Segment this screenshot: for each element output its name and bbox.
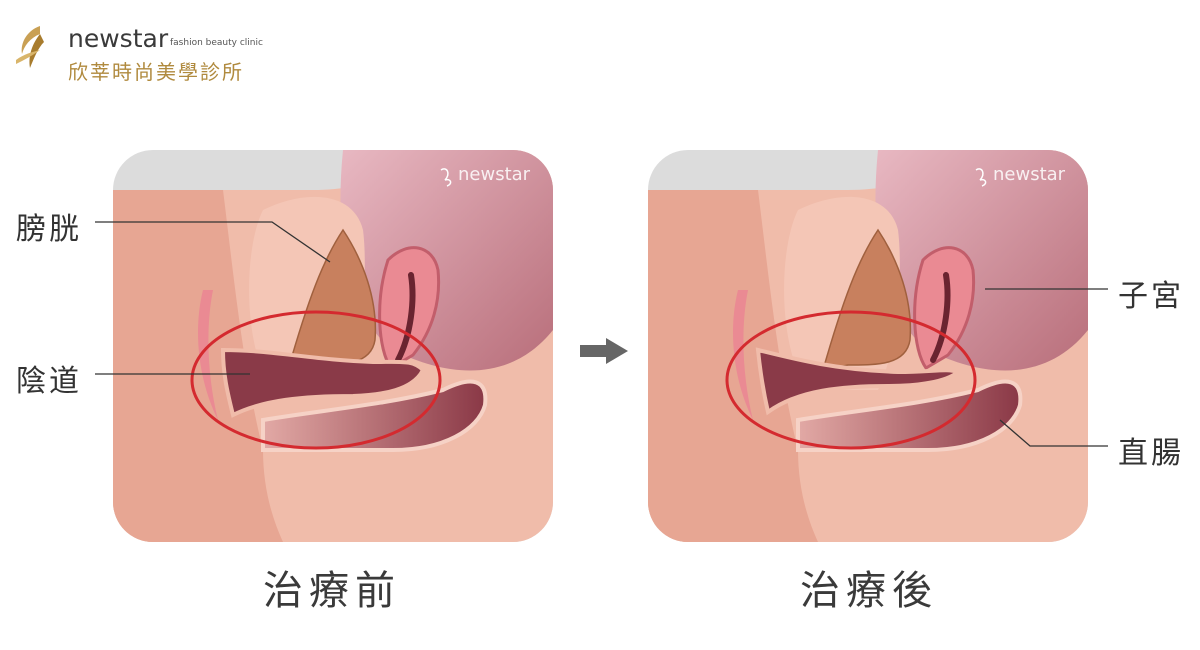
label-uterus: 子宮 (1118, 279, 1184, 314)
caption-before: 治療前 (263, 568, 401, 614)
rectum-shape (261, 379, 488, 453)
clinic-logo: newstar fashion beauty clinic 欣莘時尚美學診所 (10, 16, 270, 86)
butterfly-icon (16, 26, 44, 68)
anatomy-panel-after: newstar (648, 150, 1088, 542)
arrow-right-icon (580, 338, 628, 364)
caption-after: 治療後 (800, 568, 938, 614)
vagina-shape (220, 347, 426, 418)
anatomy-panel-before: newstar (113, 150, 553, 542)
label-rectum: 直腸 (1118, 436, 1184, 471)
clinic-name: 欣莘時尚美學診所 (68, 60, 244, 84)
highlight-circle (190, 310, 442, 450)
label-bladder: 膀胱 (16, 212, 82, 247)
watermark-logo-icon (975, 168, 987, 187)
brand-name: newstar (68, 24, 169, 53)
brand-tagline: fashion beauty clinic (170, 38, 263, 48)
highlight-circle (725, 310, 977, 450)
watermark-logo-icon (440, 168, 452, 187)
watermark-text: newstar (993, 164, 1066, 185)
label-vagina: 陰道 (16, 364, 82, 399)
bladder-shape (821, 228, 912, 371)
vagina-shape (755, 347, 963, 416)
watermark-text: newstar (458, 164, 531, 185)
rectum-shape (796, 379, 1023, 453)
